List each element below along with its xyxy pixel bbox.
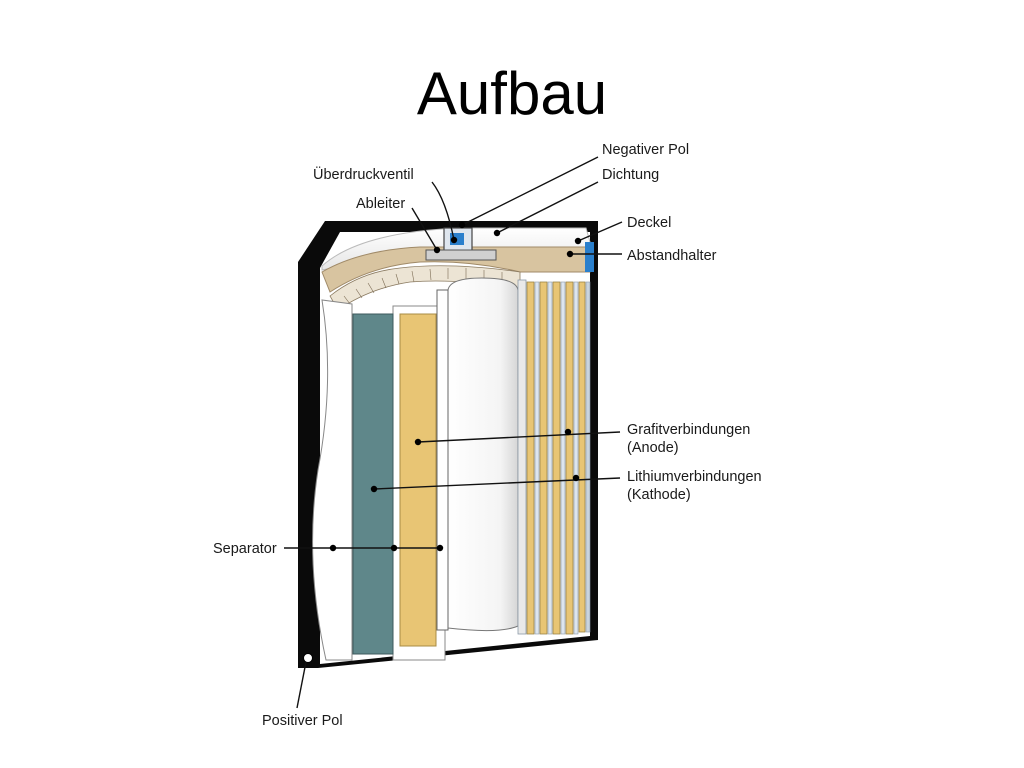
label-grafit-line2: (Anode) xyxy=(627,440,679,456)
spacer-ring xyxy=(321,246,591,293)
label-lithium-line2: (Kathode) xyxy=(627,487,691,503)
spacer-edge-blue xyxy=(585,242,594,272)
core-inner-edge xyxy=(436,289,449,631)
label-ableiter: Ableiter xyxy=(356,196,405,212)
current-collector xyxy=(425,249,497,261)
label-ueberdruckventil: Überdruckventil xyxy=(313,165,414,183)
label-lithium-line1: Lithiumverbindungen xyxy=(627,469,762,485)
label-negativer-pol: Negativer Pol xyxy=(602,142,689,158)
label-grafit-line1: Grafitverbindungen xyxy=(627,422,750,438)
anode-layer xyxy=(399,313,437,647)
label-deckel: Deckel xyxy=(627,215,671,231)
label-dichtung: Dichtung xyxy=(602,167,659,183)
rolled-core xyxy=(447,277,519,632)
separator-sheet-outer xyxy=(312,299,353,661)
label-positiver-pol: Positiver Pol xyxy=(262,713,343,729)
positive-pole-contact xyxy=(303,653,313,663)
slide-title: Aufbau xyxy=(416,60,608,127)
leader-lines xyxy=(284,156,623,709)
label-separator: Separator xyxy=(213,541,277,557)
stacked-layers xyxy=(517,279,591,635)
cathode-layer xyxy=(352,313,394,655)
label-abstandhalter: Abstandhalter xyxy=(627,248,717,264)
